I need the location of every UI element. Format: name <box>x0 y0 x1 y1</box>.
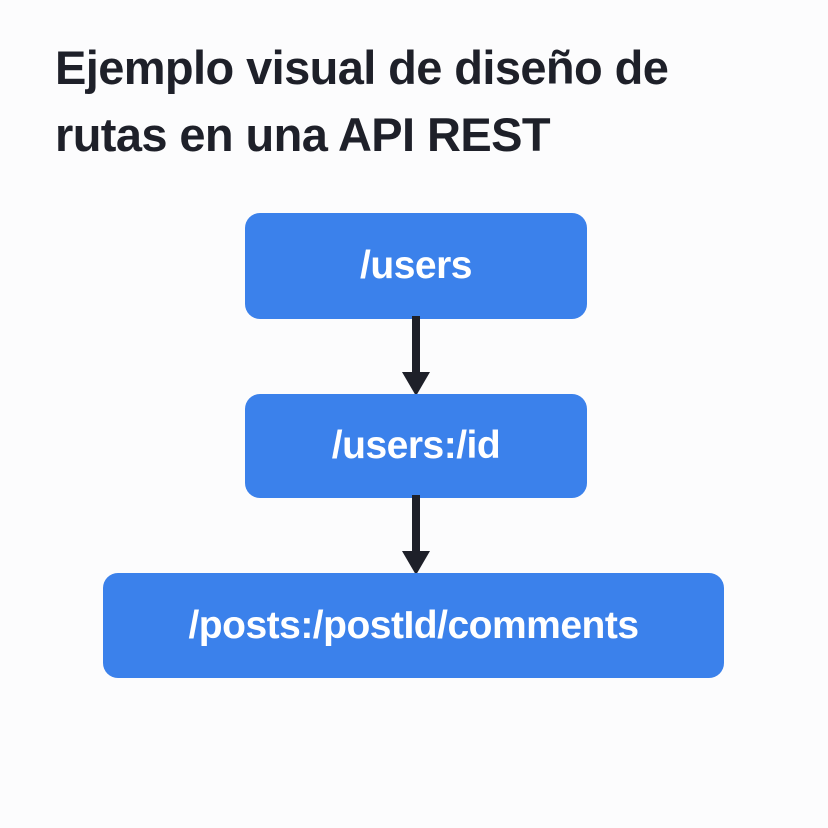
flow-node-label: /users:/id <box>331 424 501 467</box>
flow-node-users-id[interactable]: /users:/id <box>245 394 587 498</box>
arrow-down-icon <box>402 316 430 396</box>
flow-arrow-users-to-users-id <box>396 316 436 398</box>
page-title: Ejemplo visual de diseño de rutas en una… <box>55 41 669 161</box>
flow-node-label: /posts:/postId/comments <box>188 603 639 647</box>
flow-node-posts-comments[interactable]: /posts:/postId/comments <box>103 573 724 678</box>
flow-node-users[interactable]: /users <box>245 213 587 319</box>
arrow-down-icon <box>402 495 430 575</box>
flow-arrow-users-id-to-posts-comments <box>396 495 436 577</box>
flow-node-label: /users <box>360 244 472 287</box>
